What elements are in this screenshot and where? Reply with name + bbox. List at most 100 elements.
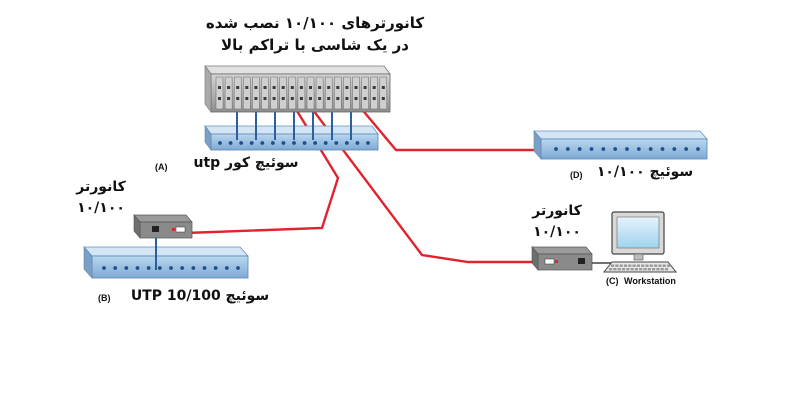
chassis-title-line1: کانورترهای ۱۰/۱۰۰ نصب شده [205,14,425,32]
switch-b-port [236,266,240,270]
workstation-icon [602,211,678,273]
slot-port [372,97,376,100]
core-switch-port [366,141,370,145]
keyboard-key [628,264,632,267]
chassis-slot [215,76,224,110]
keyboard-key [656,268,660,271]
keyboard-key [660,268,664,271]
converter-chassis [204,65,391,113]
switch-b-port [113,266,118,270]
fiber-cables [185,87,538,264]
keyboard-key [658,264,662,267]
switch-b-port [102,266,106,270]
core-switch-port [218,141,222,145]
core-switch-tag: (A) [155,162,168,172]
chassis-slot [261,76,269,110]
chassis-slot [279,76,287,110]
core-switch [204,125,379,151]
core-switch-port [292,141,296,145]
slot-port [245,86,249,89]
slot-port [336,97,340,100]
switch-d-port [636,147,641,151]
switch-b-port [146,266,151,270]
core-switch-port [270,141,275,145]
core-switch-port [239,141,244,145]
keyboard-key [636,264,640,267]
slot-port [218,97,221,100]
slot-port [263,86,267,89]
switch-d-tag: (D) [570,170,583,180]
core-switch-label: سوئیچ کور utp [193,155,299,171]
slot-port [345,86,349,89]
slot-port [272,97,276,100]
switch-b-port [157,266,162,270]
fiber-cable-to-converter-c [297,89,538,264]
chassis-slot [288,76,297,110]
keyboard-key [611,264,615,267]
switch-b-port [224,266,229,270]
slot-port [345,97,349,100]
chassis-slot [252,76,260,110]
keyboard-key [666,264,671,267]
chassis-slot [315,76,324,110]
workstation-tag: (C) [606,276,619,286]
converter-c [531,246,612,271]
core-switch-port [302,141,307,145]
keyboard-key [643,268,647,271]
keyboard-key [664,268,669,271]
converter-c-name: کانورتر [532,203,582,219]
switch-d-port [589,147,594,151]
keyboard-key [617,268,621,271]
keyboard-key [649,264,653,267]
slot-port [327,97,331,100]
switch-b-port [124,266,129,270]
switch-b-port [213,266,218,270]
keyboard-key [632,264,636,267]
converter-b-speed: ۱۰/۱۰۰ [77,200,125,216]
keyboard-key [652,268,656,271]
slot-port [236,86,240,89]
slot-port [218,86,221,89]
chassis-slot [297,76,306,110]
slot-port [227,86,231,89]
chassis-slot [343,76,351,110]
chassis-slot [233,76,242,110]
chassis-title-line2: در یک شاسی با تراکم بالا [220,36,410,54]
converter-b [133,214,193,270]
chassis-slot [352,76,360,110]
slot-port [363,97,367,100]
workstation-label: Workstation [624,276,676,286]
switch-d-port [554,147,558,151]
chassis-slot [306,76,315,110]
keyboard-key [647,268,651,271]
slot-port [327,86,331,89]
converter-b-name: کانورتر [76,179,126,195]
slot-port [290,97,294,100]
chassis-slot [334,76,342,110]
core-switch-port [313,141,318,145]
slot-port [281,97,285,100]
slot-port [299,97,303,100]
chassis-slot [324,76,333,110]
switch-d-port [601,147,606,151]
keyboard-key [621,268,626,271]
switch-b-port [202,266,207,270]
core-switch-port [228,141,233,145]
slot-port [254,86,258,89]
chassis-slot [224,76,233,110]
slot-port [336,86,340,89]
switch-d-port [684,147,689,151]
core-switch-port [281,141,286,145]
slot-port [381,97,385,100]
core-switch-port [355,141,360,145]
slot-port [372,86,376,89]
switch-d-port [577,147,582,151]
keyboard-key [654,264,658,267]
slot-port [318,86,322,89]
slot-port [381,86,385,89]
switch-d-port [648,147,653,151]
switch-b-label: سوئیچ UTP 10/100 [130,288,270,304]
core-switch-port [344,141,349,145]
slot-port [254,97,258,100]
